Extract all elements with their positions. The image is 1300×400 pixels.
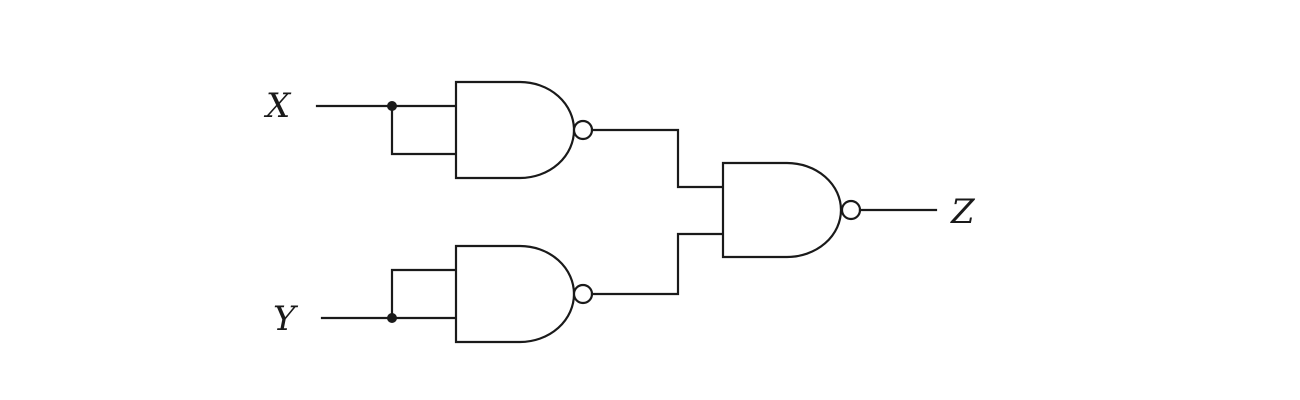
input-x-junction — [387, 101, 397, 111]
nand-gate-3 — [721, 161, 862, 259]
input-y-junction — [387, 313, 397, 323]
input-y-branch-wire — [390, 268, 458, 320]
gate-2-to-gate-3-wire — [590, 232, 725, 296]
nand-gate-1-body — [454, 80, 576, 180]
input-y-wiring — [320, 268, 458, 323]
nand-gate-2-bubble — [572, 283, 594, 305]
input-x-wiring — [315, 101, 458, 156]
input-y-label: Y — [273, 299, 299, 339]
nand-gate-2 — [454, 244, 594, 344]
nand-gate-1 — [454, 80, 594, 180]
nand-gate-1-bubble — [572, 119, 594, 141]
nand-gate-3-bubble — [840, 199, 862, 221]
gate-1-to-gate-3-wire — [590, 128, 725, 189]
input-x-branch-wire — [390, 104, 458, 156]
output-z-label: Z — [950, 192, 976, 232]
input-x-label: X — [263, 86, 292, 126]
nand-gate-3-body — [721, 161, 843, 259]
nand-gate-2-body — [454, 244, 576, 344]
